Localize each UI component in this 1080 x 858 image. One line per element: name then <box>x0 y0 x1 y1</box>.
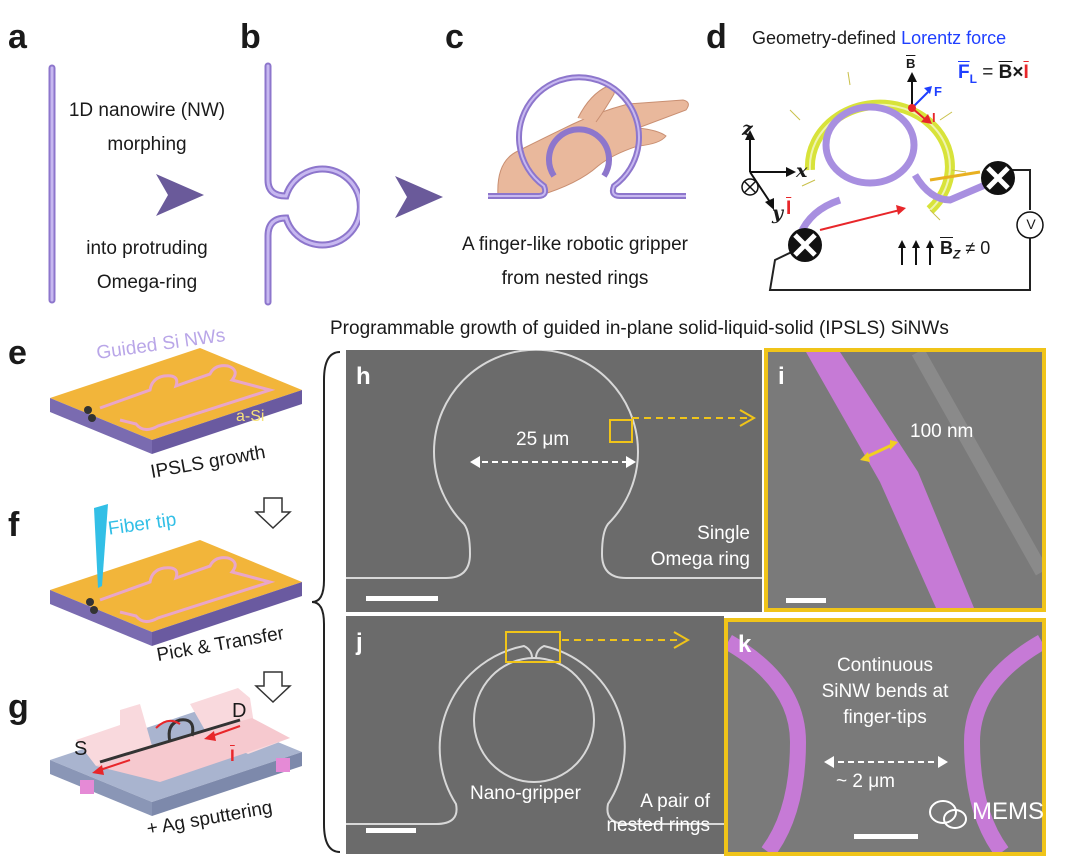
panel-label-k: k <box>738 631 752 658</box>
panel-k-text-2: SiNW bends at <box>821 681 949 702</box>
panel-a-text-2: morphing <box>107 134 187 155</box>
asi-label: a-Si <box>236 408 265 425</box>
omega-ring-nanowire <box>264 62 360 306</box>
panel-k-text-1: Continuous <box>836 655 934 676</box>
panel-c-text-2: from nested rings <box>501 268 649 289</box>
field-sub: Z <box>953 247 961 262</box>
zoom-arrow-h-to-i <box>632 409 757 427</box>
field-cond: ≠ 0 <box>960 238 991 258</box>
current-label: I <box>786 198 792 219</box>
field-condition: BZ ≠ 0 <box>940 238 990 262</box>
ipsls-growth-substrate <box>50 348 302 454</box>
panel-a-text-1: 1D nanowire (NW) <box>68 100 226 121</box>
eq-times: × <box>1012 62 1024 83</box>
panel-label-b: b <box>240 18 261 56</box>
panel-j-desc-2: nested rings <box>606 815 710 836</box>
current-i-label: I <box>230 746 235 765</box>
panel-a-text-3: into protruding <box>86 238 208 259</box>
gripper-with-hand-illustration <box>488 74 689 199</box>
diameter-label: 25 μm <box>516 429 570 450</box>
panel-label-g: g <box>8 688 29 726</box>
panel-label-f: f <box>8 506 20 544</box>
source-label: S <box>74 738 88 760</box>
lorentz-force-schematic <box>741 71 1044 291</box>
eq-equals: = <box>976 62 999 83</box>
axis-y-label: y <box>772 202 784 224</box>
axis-x-label: x <box>796 160 808 182</box>
grouping-brace <box>311 351 341 853</box>
panel-d-title-prefix: Geometry-defined <box>752 28 902 48</box>
straight-nanowire <box>48 64 56 304</box>
vector-i-label: I <box>932 110 936 125</box>
panel-h-desc-1: Single <box>697 523 750 544</box>
drain-label: D <box>232 700 247 722</box>
sem-panel-k <box>724 618 1046 856</box>
eq-i: I <box>1023 62 1029 83</box>
panel-d-title: Geometry-defined Lorentz force <box>752 27 1052 49</box>
voltmeter-label: V <box>1026 216 1036 232</box>
eq-b: B <box>998 62 1013 83</box>
pick-transfer-substrate <box>50 504 302 646</box>
finger-tips-zoom-image <box>728 635 1042 852</box>
panel-label-i: i <box>778 363 785 390</box>
down-arrow-icon <box>254 497 292 530</box>
down-arrow-icon-2 <box>254 671 292 704</box>
panel-j-desc-1: A pair of <box>640 791 710 812</box>
omega-ring-sem-image <box>346 350 762 601</box>
morph-arrow-icon <box>130 174 204 216</box>
sem-panel-h <box>346 350 762 612</box>
panel-label-h: h <box>356 363 371 390</box>
panel-d-title-lorentz: Lorentz force <box>901 28 1007 48</box>
sem-panel-j <box>346 616 724 854</box>
eq-force-sub: L <box>969 71 977 86</box>
panel-label-j: j <box>356 629 363 656</box>
field-b: B <box>940 238 953 258</box>
panel-c-text-1: A finger-like robotic gripper <box>462 234 688 255</box>
ag-sputtering-device <box>50 688 302 816</box>
nested-rings-sem-image <box>346 631 724 833</box>
panel-a-text-4: Omega-ring <box>96 272 198 293</box>
panel-label-a: a <box>8 18 27 56</box>
lorentz-equation: FL = B×I <box>958 62 1078 90</box>
axis-z-label: z <box>742 118 753 140</box>
panel-label-e: e <box>8 334 27 372</box>
panel-h-desc-2: Omega ring <box>650 549 750 570</box>
transform-arrow-icon <box>369 176 443 218</box>
panel-label-d: d <box>706 18 727 56</box>
panel-k-text-3: finger-tips <box>843 707 927 728</box>
nanowire-width-label: 100 nm <box>910 421 974 442</box>
eq-force: F <box>958 62 970 83</box>
panel-label-c: c <box>445 18 464 56</box>
sem-panel-i <box>764 348 1046 612</box>
vector-f-label: F <box>934 84 942 99</box>
gap-label: ~ 2 μm <box>836 771 895 792</box>
vector-b-label: B <box>906 56 916 71</box>
section-title: Programmable growth of guided in-plane s… <box>330 318 949 339</box>
zoom-arrow-j-to-k <box>562 631 691 649</box>
nano-gripper-label: Nano-gripper <box>470 783 581 804</box>
watermark-text: MEMS <box>972 798 1044 825</box>
nanowire-zoom-image <box>786 352 1042 608</box>
wechat-icon <box>928 798 968 832</box>
